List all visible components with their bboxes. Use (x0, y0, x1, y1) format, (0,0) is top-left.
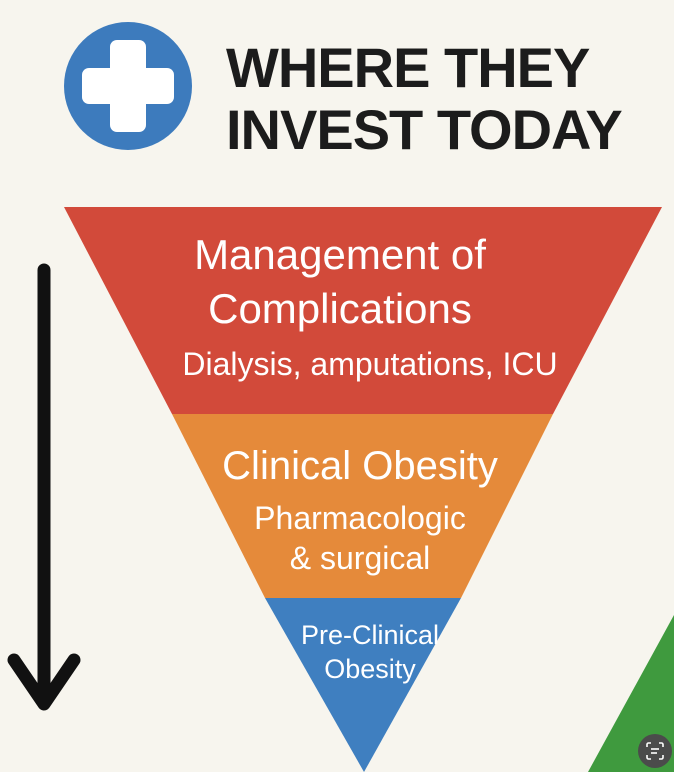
green-corner-shape (588, 615, 674, 772)
tier-complications (64, 207, 662, 414)
tier-3-label-line-2: Obesity (324, 654, 416, 684)
tier-2-subtext-line-1: Pharmacologic (254, 500, 466, 536)
scan-text-button[interactable] (638, 734, 672, 768)
title-line-1: WHERE THEY (226, 36, 590, 99)
down-arrow-icon (7, 263, 81, 711)
tier-1-heading-line-2: Complications (208, 285, 472, 332)
tier-pre-clinical (265, 598, 461, 772)
title-line-2: INVEST TODAY (226, 98, 623, 161)
tier-2-heading: Clinical Obesity (222, 444, 498, 488)
tier-2-subtext-line-2: & surgical (289, 540, 431, 576)
tier-1-subtext: Dialysis, amputations, ICU (182, 346, 558, 382)
medical-cross-icon (64, 22, 192, 150)
tier-1-heading-line-1: Management of (194, 231, 486, 278)
tier-clinical-obesity (172, 414, 553, 598)
scan-text-icon (646, 742, 664, 760)
tier-3-label-line-1: Pre-Clinical (300, 620, 440, 650)
